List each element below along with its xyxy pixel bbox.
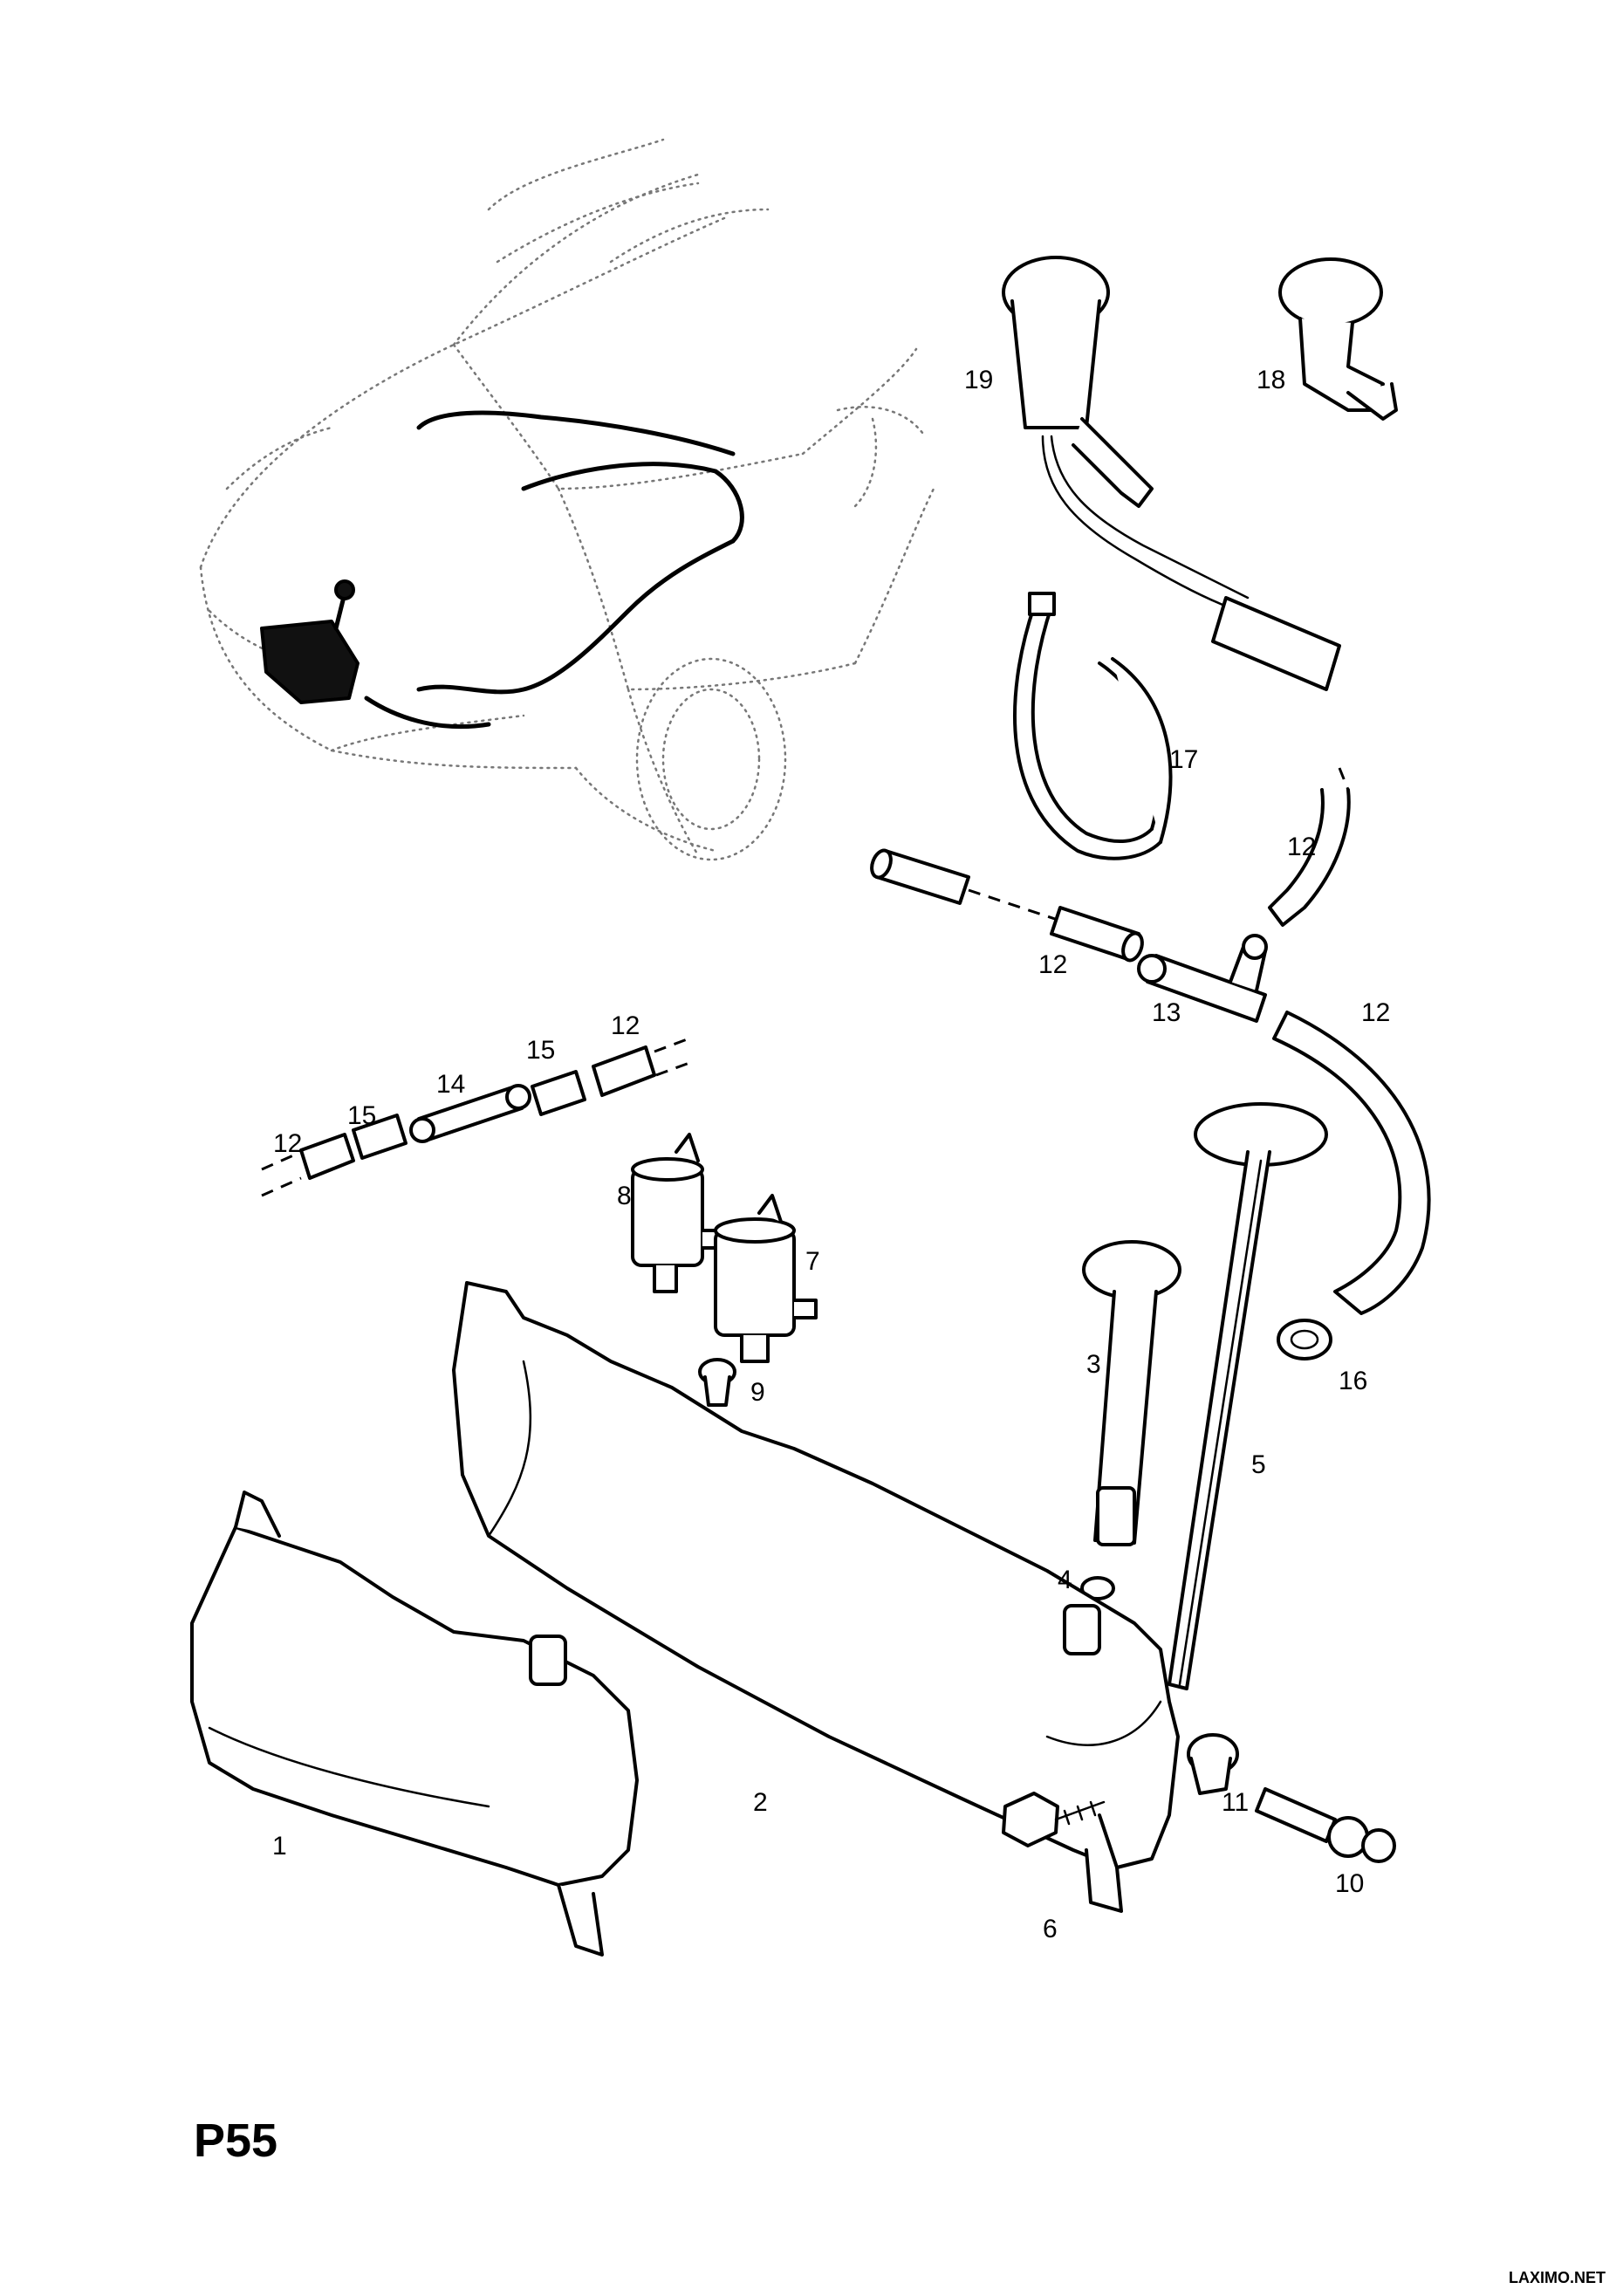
- callout-part-12a: 12: [1287, 833, 1316, 861]
- grommet-9: [698, 1358, 736, 1407]
- callout-part-12c: 12: [1361, 998, 1390, 1027]
- page-id: P55: [194, 2114, 277, 2167]
- callout-part-17: 17: [1169, 745, 1198, 774]
- headlamp-washer-nozzle-18: [1278, 257, 1398, 421]
- cable-tie-17: [1013, 592, 1173, 860]
- callout-part-7: 7: [805, 1247, 820, 1276]
- car-overview: [199, 138, 935, 861]
- callout-part-13: 13: [1152, 998, 1181, 1027]
- callout-part-15a: 15: [526, 1036, 555, 1065]
- washer-pump-8: [631, 1133, 730, 1293]
- t-piece-13: [1137, 934, 1268, 1023]
- washer-pump-7: [714, 1194, 818, 1363]
- washer-hose-upper: [870, 848, 1144, 963]
- plug-11: [1187, 1733, 1239, 1795]
- washer-hose-long: [1272, 1011, 1431, 1315]
- callout-part-5: 5: [1251, 1450, 1266, 1479]
- callout-part-18: 18: [1257, 366, 1285, 394]
- callout-part-12d: 12: [611, 1011, 640, 1040]
- washer-reservoir-2: [452, 1281, 1180, 1913]
- headlamp-washer-nozzle-19: [1002, 256, 1341, 691]
- callout-part-1: 1: [272, 1832, 287, 1861]
- grommet-16: [1277, 1319, 1332, 1360]
- o-ring-4: [1080, 1576, 1115, 1600]
- washer-reservoir-1: [190, 1491, 639, 1957]
- callout-part-16: 16: [1339, 1367, 1367, 1395]
- screw-6: [1002, 1792, 1106, 1847]
- level-sensor-5: [1168, 1102, 1328, 1690]
- washer-hose-connector-line: [261, 1037, 690, 1197]
- laximo-watermark: LAXIMO.NET: [1509, 2269, 1606, 2286]
- callout-part-8: 8: [617, 1182, 632, 1210]
- filler-neck-3: [1082, 1240, 1181, 1546]
- callout-part-12e: 12: [273, 1129, 302, 1158]
- callout-part-19: 19: [964, 366, 993, 394]
- washer-hose-riser: [1268, 767, 1351, 927]
- callout-part-12b: 12: [1038, 950, 1067, 979]
- callout-part-14: 14: [436, 1070, 465, 1099]
- connector-10: [1255, 1787, 1396, 1863]
- callout-part-3: 3: [1086, 1350, 1101, 1379]
- callout-part-4: 4: [1058, 1566, 1072, 1594]
- callout-part-11: 11: [1222, 1788, 1249, 1817]
- part-callouts: 19 18 17 12 12 13 12 12 15 14 15 12 8 7 …: [272, 366, 1390, 1943]
- callout-part-6: 6: [1043, 1915, 1058, 1943]
- callout-part-15b: 15: [347, 1101, 376, 1130]
- car-washer-wiring: [260, 410, 744, 730]
- callout-part-9: 9: [750, 1378, 765, 1407]
- callout-part-2: 2: [753, 1788, 768, 1817]
- callout-part-10: 10: [1335, 1869, 1364, 1898]
